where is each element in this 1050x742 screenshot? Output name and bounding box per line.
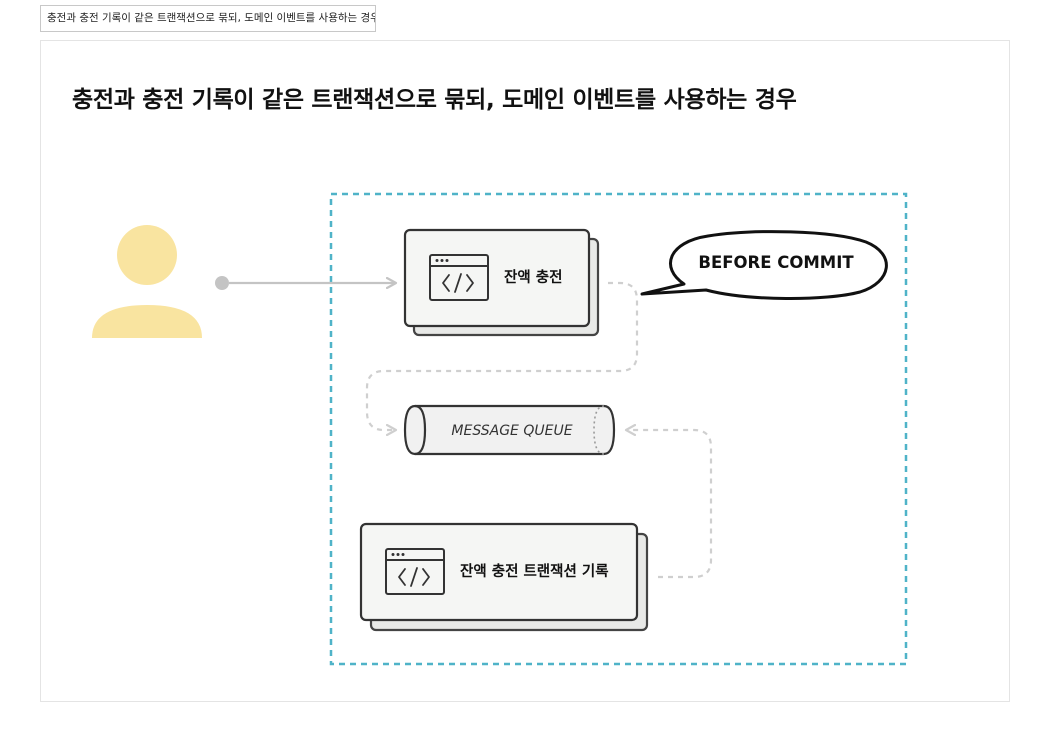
request-arrow: [215, 276, 396, 290]
code-window-icon: [430, 255, 488, 300]
charge-service-label: 잔액 충전: [504, 268, 562, 286]
before-commit-bubble: BEFORE COMMIT: [642, 232, 886, 299]
code-window-icon: [386, 549, 444, 594]
record-service-card: 잔액 충전 트랜잭션 기록: [361, 524, 647, 630]
charge-service-card: 잔액 충전: [405, 230, 598, 335]
user-icon: [92, 225, 202, 338]
record-service-label: 잔액 충전 트랜잭션 기록: [460, 562, 609, 580]
before-commit-label: BEFORE COMMIT: [698, 253, 854, 272]
message-queue: MESSAGE QUEUE: [405, 406, 614, 454]
message-queue-label: MESSAGE QUEUE: [451, 423, 572, 439]
